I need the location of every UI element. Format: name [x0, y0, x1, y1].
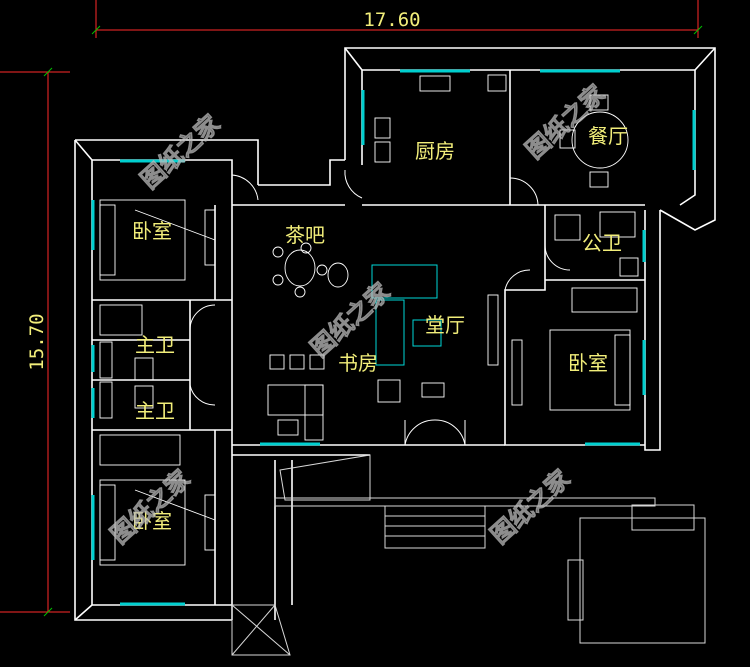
label-public-bath: 公卫	[582, 231, 622, 255]
kitchen-fixtures	[374, 74, 507, 163]
label-master-bath-lower: 主卫	[135, 399, 175, 423]
watermark-3: 图纸之家	[305, 277, 395, 362]
vertical-dimension: 15.70	[0, 67, 70, 617]
bed-right	[511, 287, 638, 411]
label-tea-bar: 茶吧	[285, 223, 325, 247]
dining-table	[559, 94, 629, 188]
label-study: 书房	[338, 351, 378, 375]
exterior-walls	[74, 47, 716, 621]
watermarks: 图纸之家 图纸之家 图纸之家 图纸之家 图纸之家	[105, 79, 611, 550]
label-bedroom-right: 卧室	[568, 351, 608, 375]
watermark-1: 图纸之家	[135, 109, 225, 194]
room-labels: 卧室 卧室 主卫 主卫 茶吧 书房 堂厅 厨房 餐厅 公卫 卧室	[132, 124, 628, 533]
public-bathroom-fixtures	[554, 211, 639, 277]
height-dimension-label: 15.70	[26, 313, 48, 370]
width-dimension-label: 17.60	[363, 9, 420, 31]
bed-bottom-left	[99, 434, 216, 566]
watermark-5: 图纸之家	[485, 464, 575, 549]
porch-and-steps	[231, 454, 706, 656]
bathroom-fixtures	[99, 341, 154, 419]
label-dining: 餐厅	[588, 124, 628, 148]
horizontal-dimension: 17.60	[91, 0, 703, 38]
bed-top-left	[99, 199, 216, 336]
doors	[189, 169, 571, 446]
watermark-4: 图纸之家	[105, 464, 195, 549]
windows	[91, 69, 696, 606]
label-living-room: 堂厅	[425, 313, 465, 337]
watermark-2: 图纸之家	[520, 79, 610, 164]
label-kitchen: 厨房	[415, 139, 455, 163]
label-master-bath-upper: 主卫	[135, 333, 175, 357]
label-bedroom-bottom-left: 卧室	[132, 509, 172, 533]
label-bedroom-top-left: 卧室	[132, 219, 172, 243]
study-furniture	[267, 354, 325, 441]
living-room-furniture	[371, 264, 499, 403]
tea-bar-furniture	[272, 242, 349, 298]
